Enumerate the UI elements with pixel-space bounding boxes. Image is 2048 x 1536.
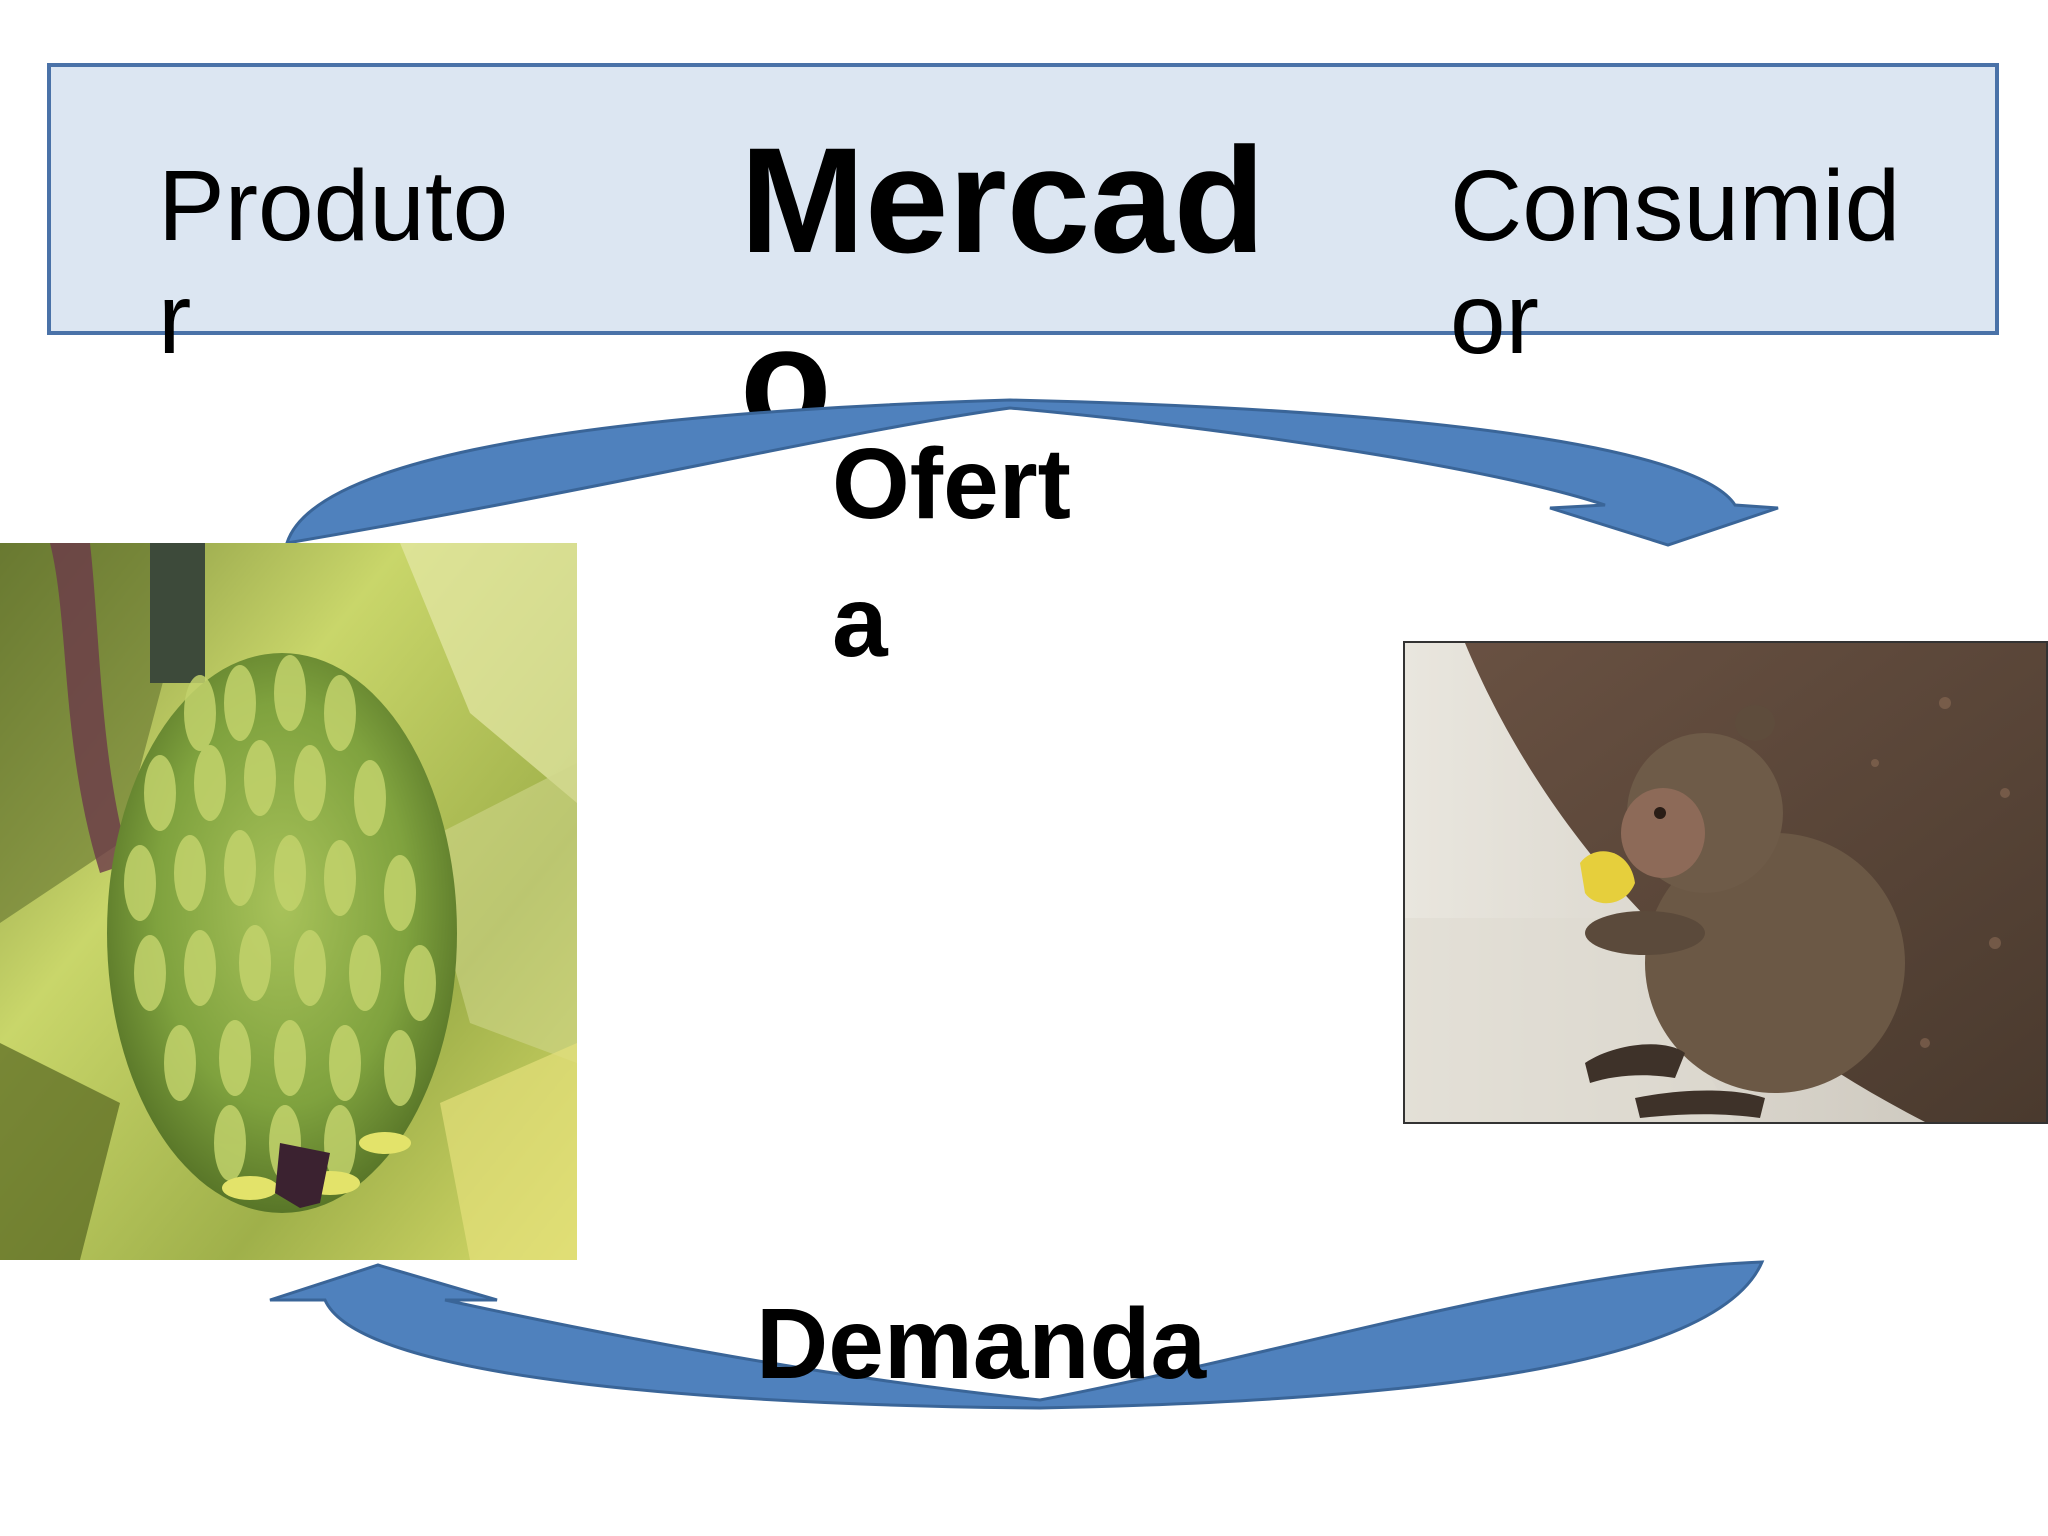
market-box (47, 63, 1999, 335)
producer-label: Produtor (158, 150, 509, 375)
supply-label: Oferta (832, 428, 1071, 678)
demand-arrow (269, 1260, 1765, 1410)
banana-bunch-image (0, 543, 577, 1260)
monkey-eating-banana-image (1403, 641, 2048, 1124)
market-title: Mercado (740, 116, 1266, 464)
consumer-label: Consumidor (1450, 150, 1901, 375)
demand-label: Demanda (756, 1288, 1207, 1400)
supply-arrow (284, 398, 1779, 547)
